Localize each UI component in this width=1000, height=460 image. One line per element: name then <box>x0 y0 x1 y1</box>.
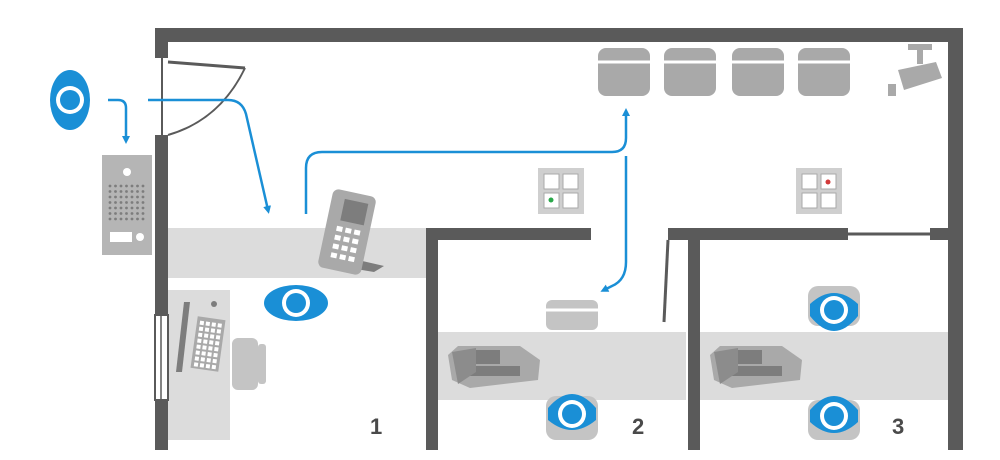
door-intercom-panel-icon <box>102 155 152 255</box>
building-walls <box>155 28 963 450</box>
entrance-door <box>161 58 246 136</box>
visitor-person-icon <box>50 70 90 130</box>
desk-chair-icon <box>546 300 598 330</box>
staff-person-icon <box>808 286 860 331</box>
room-label-3: 3 <box>892 414 904 439</box>
computer-keyboard-icon <box>176 301 226 372</box>
room-label-1: 1 <box>370 414 382 439</box>
door-leaf-room-3 <box>662 239 670 323</box>
waiting-chair-icon <box>598 48 850 96</box>
room-status-panel-icon <box>538 168 584 214</box>
window <box>154 314 169 401</box>
room-status-panel-icon <box>796 168 842 214</box>
staff-person-icon <box>546 394 598 440</box>
desk-chair-icon <box>232 338 266 390</box>
desk-phone-icon <box>448 346 540 388</box>
arrow-waiting-to-room-2 <box>600 156 628 292</box>
staff-person-icon <box>264 285 328 321</box>
room-label-2: 2 <box>632 414 644 439</box>
reception-counter <box>168 228 426 278</box>
arrow-intercom-to-reception <box>148 98 272 214</box>
arrow-reception-to-waiting <box>304 108 630 214</box>
arrow-visitor-to-intercom <box>108 98 130 144</box>
staff-person-icon <box>808 396 860 440</box>
security-camera-icon <box>888 44 942 96</box>
flow-arrows <box>108 98 630 292</box>
handset-on-cradle-icon <box>318 189 384 275</box>
desk-phone-icon <box>710 346 802 388</box>
